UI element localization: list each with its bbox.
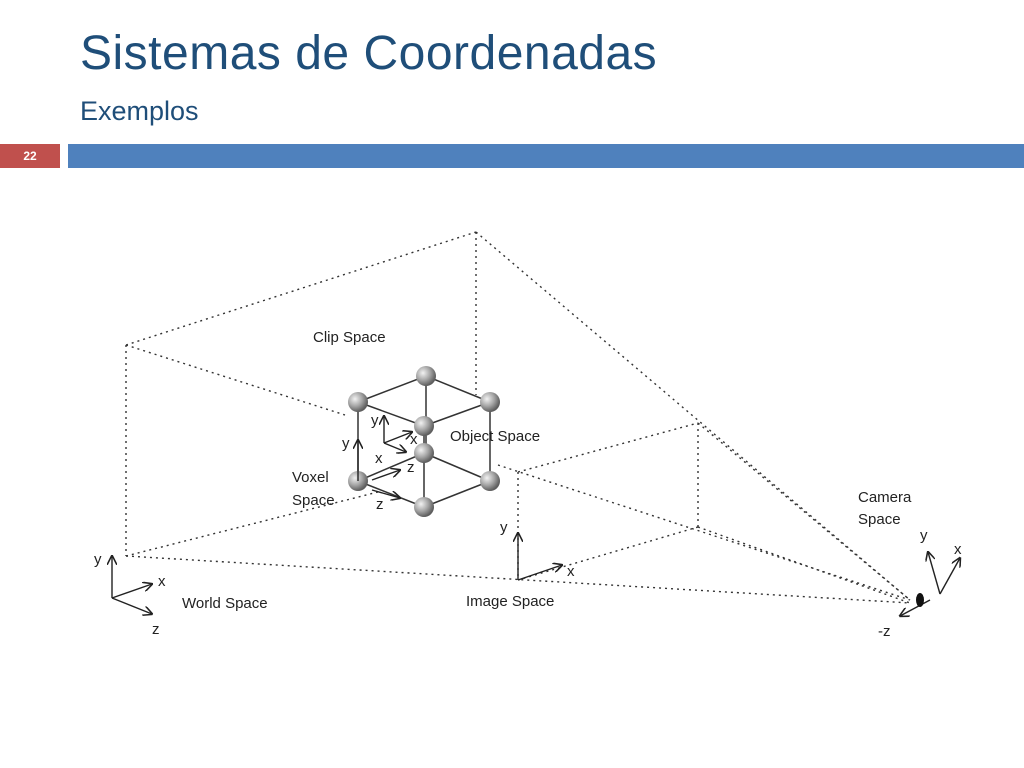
voxel-node — [414, 443, 434, 463]
voxel-x-axis — [371, 470, 400, 481]
image-space-label: Image Space — [466, 593, 554, 610]
object-z-label: z — [407, 459, 415, 476]
voxel-node — [348, 392, 368, 412]
voxel-node — [480, 471, 500, 491]
voxel-space-label-line2: Space — [292, 492, 335, 509]
image-x-axis — [517, 565, 562, 581]
object-z-axis — [383, 442, 406, 452]
voxel-node — [414, 416, 434, 436]
voxel-node — [414, 497, 434, 517]
voxel-node — [480, 392, 500, 412]
world-z-label: z — [152, 621, 160, 638]
world-space-label: World Space — [182, 595, 268, 612]
camera-eye-icon — [916, 593, 924, 607]
axis-arrows — [112, 416, 960, 616]
voxel-z-label: z — [376, 496, 384, 513]
object-x-label: x — [410, 431, 418, 448]
frustum-lines — [125, 231, 911, 604]
slide-title: Sistemas de Coordenadas — [80, 27, 658, 80]
camera-space-label-line1: Camera — [858, 489, 912, 506]
world-z-axis — [111, 597, 152, 614]
slide-subtitle: Exemplos — [80, 96, 199, 126]
camera-x-label: x — [954, 541, 962, 558]
camera-neg-z-label: -z — [878, 623, 891, 640]
world-x-axis — [111, 584, 152, 599]
voxel-z-axis — [371, 489, 400, 498]
image-x-label: x — [567, 563, 575, 580]
camera-space-label-line2: Space — [858, 511, 901, 528]
camera-y-label: y — [920, 527, 928, 544]
clip-space-label: Clip Space — [313, 329, 386, 346]
camera-y-axis — [928, 552, 941, 595]
object-x-axis — [383, 432, 412, 444]
voxel-node — [416, 366, 436, 386]
page-number-badge: 22 — [0, 144, 60, 168]
world-x-label: x — [158, 573, 166, 590]
object-space-label: Object Space — [450, 428, 540, 445]
world-y-label: y — [94, 551, 102, 568]
voxel-y-label: y — [342, 435, 350, 452]
camera-x-axis — [939, 558, 960, 595]
voxel-space-label-line1: Voxel — [292, 469, 329, 486]
header-bar — [68, 144, 1024, 168]
image-y-label: y — [500, 519, 508, 536]
object-y-label: y — [371, 412, 379, 429]
voxel-x-label: x — [375, 450, 383, 467]
camera-neg-z-axis — [900, 599, 931, 616]
